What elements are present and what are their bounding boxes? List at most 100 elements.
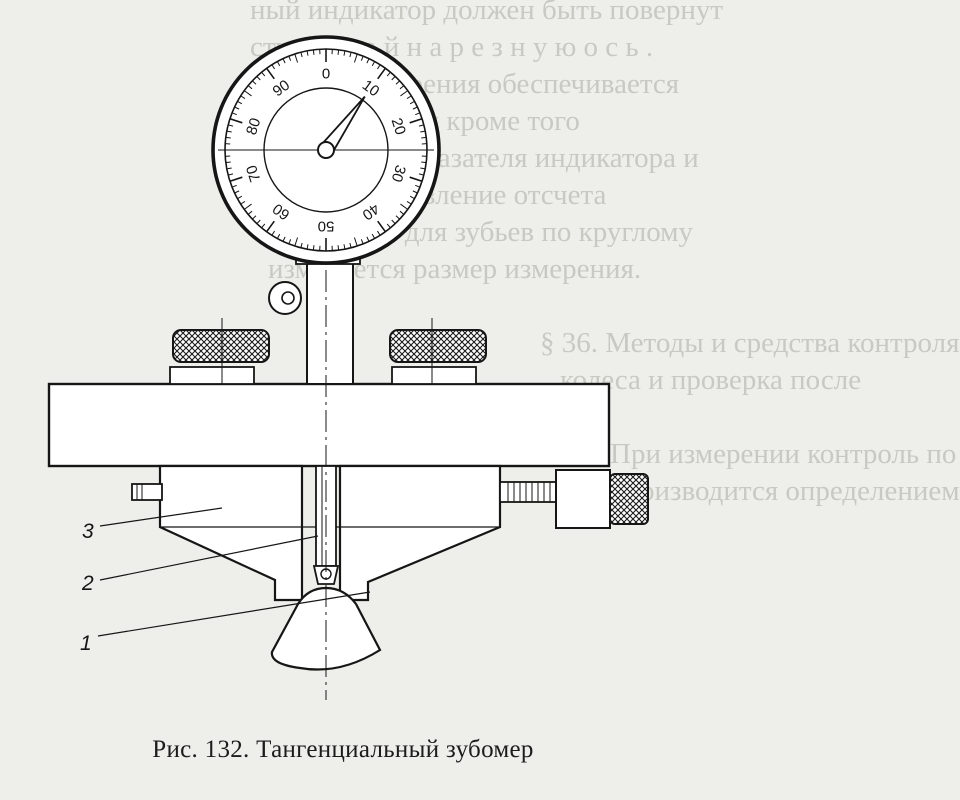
dial-label-20: 20 [388,116,409,137]
dial-tick [360,239,364,245]
dial-tick [265,67,275,80]
dial-tick [386,71,391,77]
dial-tick [229,118,243,124]
dial-tick [271,230,275,236]
dial-tick [300,52,303,58]
dial-tick [243,203,252,210]
dial-tick [349,52,352,58]
dial-tick [377,64,381,70]
dial-tick [228,124,234,127]
bleed-line: § 36. Методы и средства контроля [540,327,960,359]
dial-tick [243,90,252,97]
callout-label-3: 3 [82,520,94,543]
dial-tick [231,184,237,188]
dial-tick [282,58,286,64]
dial-tick [409,100,415,105]
right-clamp-knob [389,329,487,363]
dial-tick [420,130,426,133]
dial-tick [256,76,261,81]
dial-tick [240,95,246,99]
dial-tick [418,124,424,127]
dial-tick [353,237,358,247]
dial-label-70: 70 [243,163,264,184]
leader-1 [97,591,371,637]
dial-tick [276,233,281,239]
dial-tick [252,215,257,220]
dial-tick [261,223,266,229]
indicator-stem [306,261,354,385]
dial-tick [265,220,275,233]
dial-tick [399,210,405,215]
dial-tick [231,112,237,116]
dial-tick [226,167,232,170]
dial-tick [412,106,418,110]
dial-tick [312,245,315,251]
dial-tick [225,161,231,164]
dial-tick [360,55,364,61]
callout-label-2: 2 [81,572,94,595]
dial-tick [421,136,427,139]
dial-tick [312,49,315,55]
dial-tick [343,50,346,56]
dial-tick [377,230,381,236]
dial-tick [247,85,253,90]
dial-tick [306,50,309,56]
left-clamp-knob [172,329,270,363]
dial-tick [406,95,412,99]
dial-tick [226,130,232,133]
dial-ticks [225,49,427,251]
dial-tick [406,201,412,205]
dial-indicator: 0 10 20 30 40 50 60 70 80 90 [211,35,441,265]
dial-tick [237,100,243,105]
dial-tick [237,195,243,200]
dial-tick [366,236,370,242]
dial-tick [409,118,423,124]
dial-tick [271,64,275,70]
dial-tick [412,190,418,194]
dial-label-80: 80 [243,116,264,137]
dial-label-60: 60 [270,200,293,224]
left-adjust-screw [131,483,163,501]
bleed-line: производится определением [610,475,960,507]
dial-tick [229,176,243,182]
leader-2 [99,535,319,581]
dial-tick [400,90,409,97]
dial-tick [300,242,303,248]
dial-tick [288,239,292,245]
dial-tick [353,53,358,63]
dial-tick [391,76,396,81]
dial-tick [234,190,240,194]
dial-tick [377,67,387,80]
dial-label-90: 90 [270,77,293,101]
dial-tick [399,85,405,90]
dial-tick [256,219,261,224]
dial-tick [415,184,421,188]
dial-label-30: 30 [388,163,409,184]
dial-tick [400,203,409,210]
dial-label-10: 10 [359,77,382,101]
screw-nut-block [555,469,611,529]
dial-tick [252,80,257,85]
dial-tick [276,61,281,67]
dial-tick [228,173,234,176]
dial-tick [395,80,400,85]
dial-label-0: 0 [322,66,330,83]
figure-caption: Рис. 132. Тангенциальный зубомер [152,736,534,763]
dial-tick [386,223,391,229]
dial-tick [337,49,340,55]
dial-tick [282,236,286,242]
leader-3 [99,507,223,527]
dial-tick [415,112,421,116]
scanned-page: ный индикатор должен быть повернут ступ … [47,0,960,763]
dial-tick [349,242,352,248]
dial-label-40: 40 [359,200,382,224]
dial-tick [418,173,424,176]
right-jaw-housing [338,464,502,602]
dial-tick [240,201,246,205]
dial-tick [395,215,400,220]
right-clamp-base [391,366,477,385]
dial-tick [420,167,426,170]
dial-tick [247,210,253,215]
dial-tick [371,233,376,239]
dial-tick [294,237,299,247]
